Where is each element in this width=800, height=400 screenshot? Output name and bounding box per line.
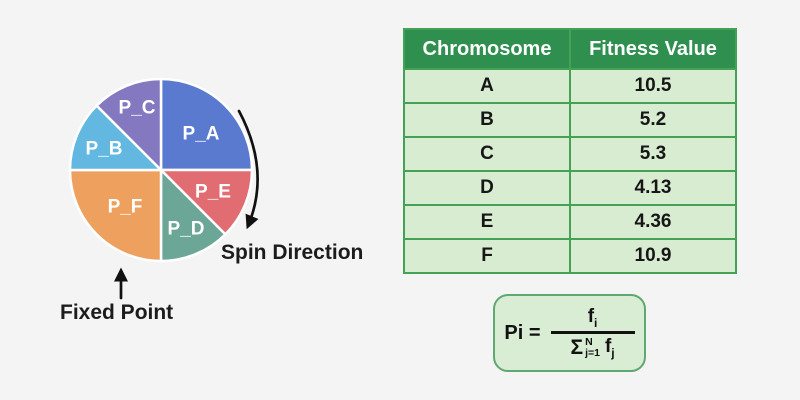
table-row: F 10.9 (403, 238, 737, 274)
column-header-chromosome: Chromosome (403, 28, 571, 70)
probability-formula-box: Pi = fi Σ N j=1 fj (493, 294, 646, 372)
fixed-point-label: Fixed Point (60, 301, 173, 324)
table-row: B 5.2 (403, 102, 737, 138)
formula-numerator: fi (588, 307, 598, 330)
pie-slice-label-pe: P_E (195, 182, 231, 203)
pie-slice-pf (68, 168, 163, 263)
pie-slice-label-pf: P_F (108, 197, 143, 218)
chromosome-cell: D (403, 170, 571, 206)
denominator-subscript: j (611, 345, 615, 360)
numerator-base: f (587, 306, 595, 328)
fraction-bar (550, 331, 635, 335)
pie-slice-label-pc: P_C (119, 98, 156, 119)
column-header-fitness-value: Fitness Value (569, 28, 737, 70)
sigma-limits: N j=1 (585, 337, 600, 359)
numerator-subscript: i (594, 316, 598, 331)
sigma-symbol: Σ (570, 335, 584, 359)
sigma-lower-limit: j=1 (585, 347, 600, 360)
table-row: D 4.13 (403, 170, 737, 206)
denominator-base: f (604, 335, 612, 357)
fitness-table-header-row: Chromosome Fitness Value (403, 28, 737, 70)
pie-slice-pc (95, 77, 163, 172)
formula-fraction: fi Σ N j=1 fj (550, 307, 635, 359)
pie-slice-pa (159, 77, 254, 172)
chromosome-cell: B (403, 102, 571, 138)
chromosome-cell: F (403, 238, 571, 274)
pie-slice-pb (68, 104, 163, 172)
fitness-cell: 5.2 (569, 102, 737, 138)
fitness-cell: 10.5 (569, 68, 737, 104)
formula-denominator: Σ N j=1 fj (570, 335, 615, 359)
pie-slice-label-pa: P_A (183, 124, 220, 145)
pie-slice-pe (159, 168, 254, 236)
formula-lhs: Pi = (504, 321, 541, 344)
fitness-cell: 5.3 (569, 136, 737, 172)
fitness-cell: 4.36 (569, 204, 737, 240)
chromosome-cell: E (403, 204, 571, 240)
spin-direction-arrow (237, 109, 259, 230)
table-row: C 5.3 (403, 136, 737, 172)
chromosome-cell: A (403, 68, 571, 104)
denominator-term: fj (605, 337, 615, 359)
sigma-upper-limit: N (585, 336, 593, 349)
chromosome-cell: C (403, 136, 571, 172)
table-row: E 4.36 (403, 204, 737, 240)
roulette-wheel-diagram: P_A P_E P_D P_F P_B P_C Spin Direction F… (60, 77, 363, 324)
fitness-table: Chromosome Fitness Value A 10.5 B 5.2 C … (403, 28, 737, 274)
pie-slice-label-pd: P_D (168, 219, 205, 240)
fitness-cell: 4.13 (569, 170, 737, 206)
fitness-cell: 10.9 (569, 238, 737, 274)
pie-slice-label-pb: P_B (86, 139, 123, 160)
table-row: A 10.5 (403, 68, 737, 104)
spin-direction-label: Spin Direction (221, 241, 363, 264)
pie-slice-pd (159, 168, 227, 263)
